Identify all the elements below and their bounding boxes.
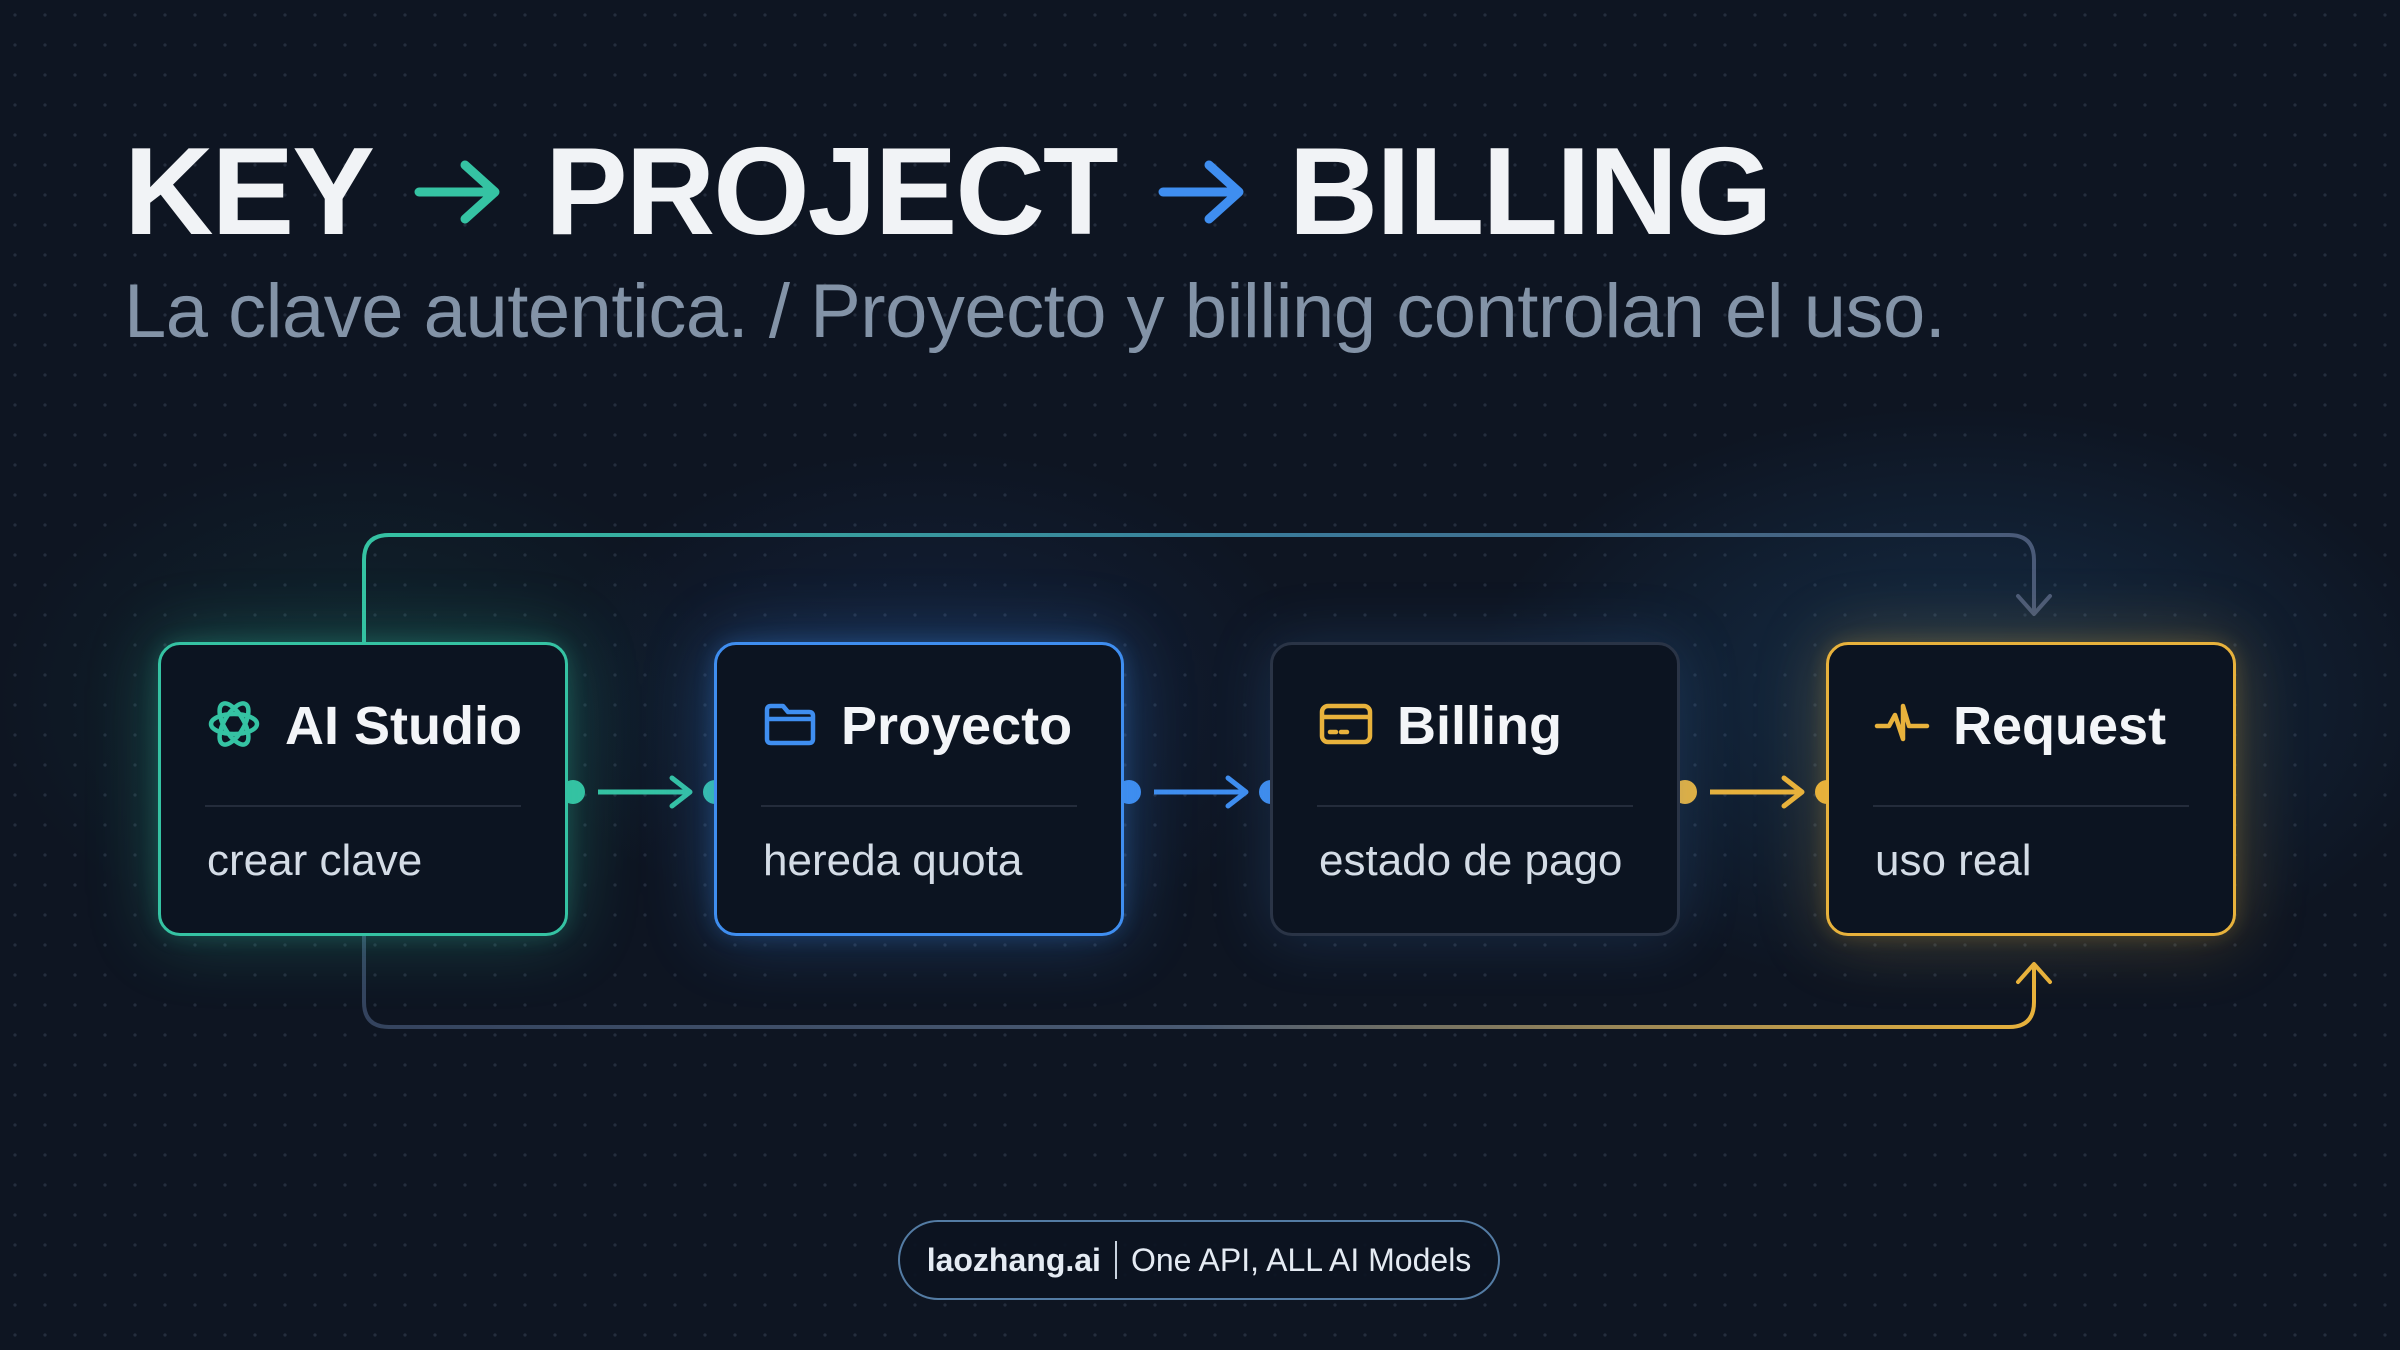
- node-billing[interactable]: Billing estado de pago: [1270, 642, 1680, 936]
- connector-top-loop: [362, 533, 2036, 642]
- divider: [1873, 805, 2189, 807]
- node-subtitle: hereda quota: [763, 836, 1023, 885]
- node-subtitle: estado de pago: [1319, 836, 1623, 885]
- edge-billing-to-request: [1673, 775, 1839, 809]
- node-proyecto[interactable]: Proyecto hereda quota: [714, 642, 1124, 936]
- node-title: AI Studio: [285, 696, 522, 756]
- node-title: Request: [1953, 696, 2167, 756]
- divider: [761, 805, 1077, 807]
- node-request[interactable]: Request uso real: [1826, 642, 2236, 936]
- footer-badge[interactable]: laozhang.ai One API, ALL AI Models: [898, 1220, 1500, 1300]
- node-ai-studio[interactable]: AI Studio crear clave: [158, 642, 568, 936]
- activity-pulse-icon: [1873, 695, 1931, 758]
- divider: [1114, 1241, 1117, 1279]
- folder-icon: [761, 695, 819, 758]
- node-title: Billing: [1397, 696, 1562, 756]
- openai-knot-icon: [205, 695, 263, 758]
- title-project: PROJECT: [544, 123, 1119, 261]
- arrowhead-down-icon: [2016, 594, 2052, 616]
- connector-bottom-loop: [362, 936, 2036, 1029]
- page-subtitle: La clave autentica. / Proyecto y billing…: [124, 269, 1946, 354]
- node-subtitle: crear clave: [207, 836, 423, 885]
- page-title: KEY PROJECT BILLING: [124, 122, 1773, 262]
- node-title: Proyecto: [841, 696, 1073, 756]
- arrowhead-up-icon: [2016, 962, 2052, 984]
- credit-card-icon: [1317, 695, 1375, 758]
- edge-ai-to-proyecto: [561, 775, 727, 809]
- title-billing: BILLING: [1288, 123, 1773, 261]
- edge-proyecto-to-billing: [1117, 775, 1283, 809]
- arrow-right-icon: [1157, 157, 1249, 227]
- node-subtitle: uso real: [1875, 836, 2032, 885]
- divider: [205, 805, 521, 807]
- brand-tagline: One API, ALL AI Models: [1130, 1241, 1472, 1278]
- arrow-right-icon: [413, 157, 505, 227]
- title-key: KEY: [124, 123, 375, 261]
- divider: [1317, 805, 1633, 807]
- brand-name: laozhang.ai: [926, 1241, 1101, 1278]
